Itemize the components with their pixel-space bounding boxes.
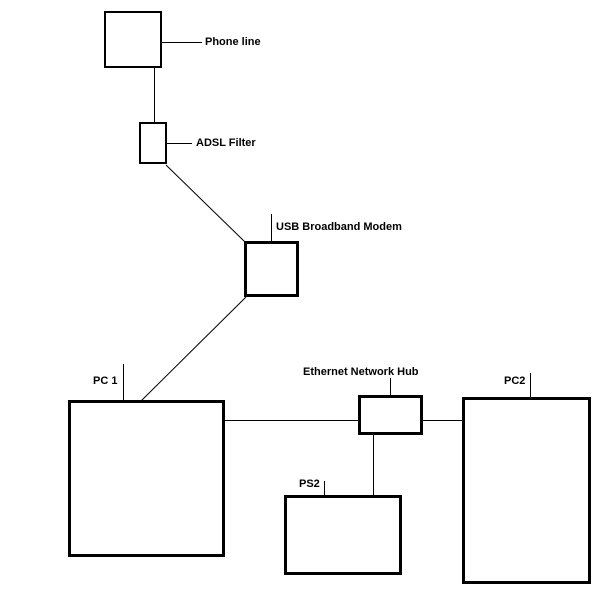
pc1-box	[68, 400, 225, 557]
adsl-filter-box	[139, 122, 167, 164]
adsl-filter-label: ADSL Filter	[196, 137, 256, 149]
pc1-label: PC 1	[93, 375, 118, 387]
ethernet-network-hub-label: Ethernet Network Hub	[303, 366, 419, 378]
usb-broadband-modem-box	[244, 241, 299, 297]
pc2-label: PC2	[504, 375, 526, 387]
connector-modem-to-pc1	[140, 296, 247, 402]
ethernet-network-hub-box	[358, 395, 423, 435]
pc2-box	[462, 397, 591, 584]
connector-adsl-to-modem	[165, 164, 246, 243]
phone-line-box	[104, 11, 162, 68]
ps2-label: PS2	[299, 478, 320, 490]
ps2-box	[284, 495, 402, 575]
usb-broadband-modem-label: USB Broadband Modem	[276, 221, 402, 233]
phone-line-label: Phone line	[205, 36, 261, 48]
